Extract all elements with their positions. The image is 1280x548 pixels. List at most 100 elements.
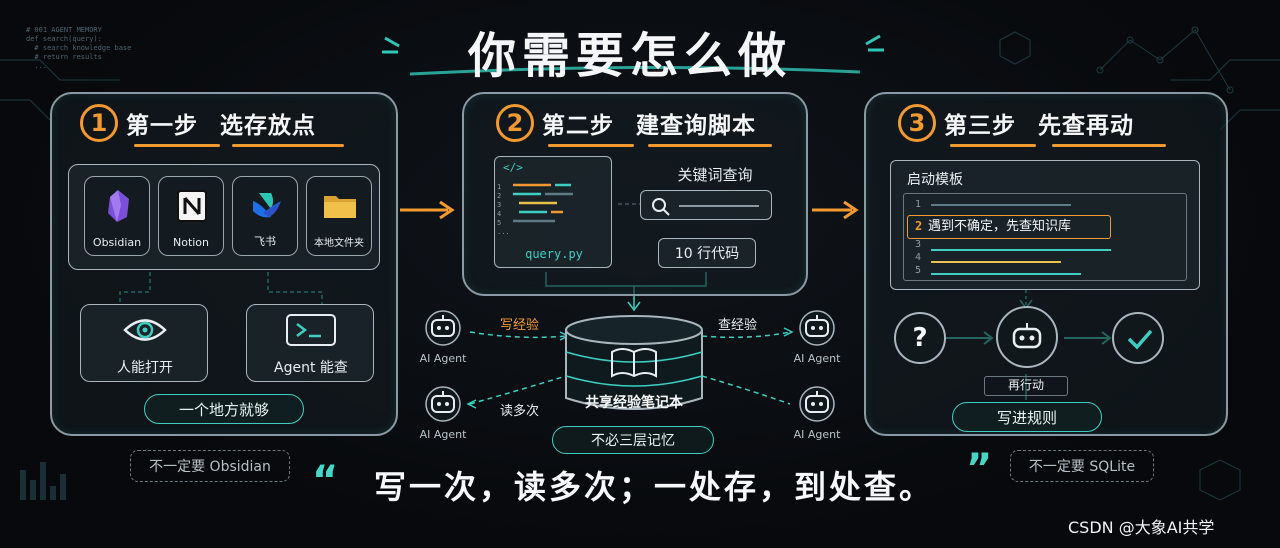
code-line-placeholder — [931, 249, 1111, 251]
check-icon — [1127, 329, 1153, 350]
line-number: 3 — [915, 239, 922, 250]
code-line-number: 3 — [497, 201, 502, 209]
db-label: 共享经验笔记本 — [585, 395, 683, 411]
obsidian-icon — [108, 190, 129, 222]
lines-badge: 10 行代码 — [658, 238, 756, 268]
step2-label: 第二步 — [542, 113, 614, 139]
step1-name-underline — [232, 144, 344, 147]
step2-number: 2 — [496, 104, 534, 142]
step3-pill: 写进规则 — [952, 402, 1102, 432]
app-notion[interactable]: Notion — [158, 176, 224, 256]
app-obsidian[interactable]: Obsidian — [84, 176, 150, 256]
line-number: 1 — [915, 199, 922, 210]
feishu-icon — [253, 193, 281, 218]
agent-name: AI Agent — [419, 428, 467, 441]
terminal-icon — [286, 314, 336, 346]
search-title: 关键词查询 — [677, 166, 753, 184]
write-label: 写经验 — [500, 318, 540, 333]
line-number: 5 — [915, 265, 922, 276]
app-label: Obsidian — [92, 236, 142, 249]
step2-name: 建查询脚本 — [636, 113, 756, 139]
agent-name: AI Agent — [793, 428, 841, 441]
code-line-number: 2 — [497, 192, 502, 200]
app-label: 本地文件夹 — [314, 238, 364, 249]
highlight-line: 遇到不确定，先查知识库 — [907, 215, 1111, 239]
template-title: 启动模板 — [907, 172, 963, 188]
read-label: 读多次 — [500, 404, 540, 419]
line-number: 4 — [915, 252, 922, 263]
step3-header: 3 第三步 先查再动 — [898, 104, 1134, 142]
agent-query-card: Agent 能查 — [246, 304, 374, 382]
line-number: 2 — [915, 219, 923, 233]
folder-icon — [324, 196, 356, 218]
step2-name-underline — [648, 144, 772, 147]
agent-name: AI Agent — [419, 352, 467, 365]
step3-number: 3 — [898, 104, 936, 142]
step3-note: 不一定要 SQLite — [1010, 450, 1154, 482]
code-line-placeholder — [931, 261, 1061, 263]
code-line-placeholder — [931, 204, 1071, 206]
done-node — [1112, 312, 1164, 364]
code-snippet-decoration: # 001 AGENT MEMORY def search(query): # … — [26, 26, 132, 70]
search-placeholder-line — [679, 205, 759, 207]
check-label: 查经验 — [718, 318, 758, 333]
agent-top-left: AI Agent — [418, 308, 468, 368]
code-file-card: </> 1 2 3 4 5 ... query.py — [494, 156, 612, 268]
action-label: 再行动 — [984, 376, 1068, 396]
question-node: ? — [894, 312, 946, 364]
app-local-folder[interactable]: 本地文件夹 — [306, 176, 372, 256]
eye-icon — [123, 319, 167, 341]
step1-label: 第一步 — [126, 113, 198, 139]
app-label: Notion — [172, 236, 210, 249]
step1-underline — [134, 144, 220, 147]
app-label: 飞书 — [254, 235, 276, 248]
code-line-number: 1 — [497, 183, 502, 191]
open-quote-mark: “ — [312, 458, 339, 504]
step1-pill: 一个地方就够 — [144, 394, 304, 424]
agent-name: AI Agent — [793, 352, 841, 365]
search-icon — [652, 198, 670, 216]
close-quote-mark: ” — [966, 446, 993, 492]
human-open-card: 人能打开 — [80, 304, 208, 382]
code-line-placeholder — [931, 273, 1081, 275]
step3-underline — [950, 144, 1036, 147]
robot-icon — [1012, 323, 1042, 349]
step3-label: 第三步 — [944, 113, 1016, 139]
watermark: CSDN @大象AI共学 — [1068, 518, 1215, 537]
template-editor — [903, 193, 1187, 281]
closing-quote: 写一次，读多次；一处存，到处查。 — [373, 468, 934, 506]
code-line-number: ... — [497, 228, 510, 236]
robot-icon — [425, 386, 461, 422]
agent-bottom-left: AI Agent — [418, 384, 468, 444]
agent-top-right: AI Agent — [792, 308, 842, 368]
robot-icon — [799, 386, 835, 422]
code-line-number: 5 — [497, 219, 502, 227]
file-name: query.py — [525, 247, 583, 261]
step3-name: 先查再动 — [1038, 113, 1134, 139]
code-lines-icon — [513, 183, 573, 223]
question-mark: ? — [912, 323, 928, 353]
step1-header: 1 第一步 选存放点 — [80, 104, 316, 142]
step1-number: 1 — [80, 104, 118, 142]
search-input[interactable] — [640, 190, 772, 220]
human-open-label: 人能打开 — [117, 360, 173, 376]
step2-underline — [548, 144, 634, 147]
code-brackets-icon: </> — [503, 161, 523, 174]
step1-note: 不一定要 Obsidian — [130, 450, 290, 482]
database-icon — [565, 315, 703, 410]
agent-query-label: Agent 能查 — [274, 360, 348, 376]
agent-node — [996, 306, 1058, 368]
robot-icon — [425, 310, 461, 346]
center-pill: 不必三层记忆 — [552, 426, 714, 454]
step3-name-underline — [1052, 144, 1166, 147]
robot-icon — [799, 310, 835, 346]
step2-header: 2 第二步 建查询脚本 — [496, 104, 756, 142]
page-title: 你需要怎么做 — [467, 28, 792, 84]
agent-bottom-right: AI Agent — [792, 384, 842, 444]
step1-name: 选存放点 — [220, 113, 316, 139]
code-line-number: 4 — [497, 210, 502, 218]
app-feishu[interactable]: 飞书 — [232, 176, 298, 256]
template-card: 启动模板 1 2 3 4 5 遇到不确定，先查知识库 — [890, 160, 1200, 290]
